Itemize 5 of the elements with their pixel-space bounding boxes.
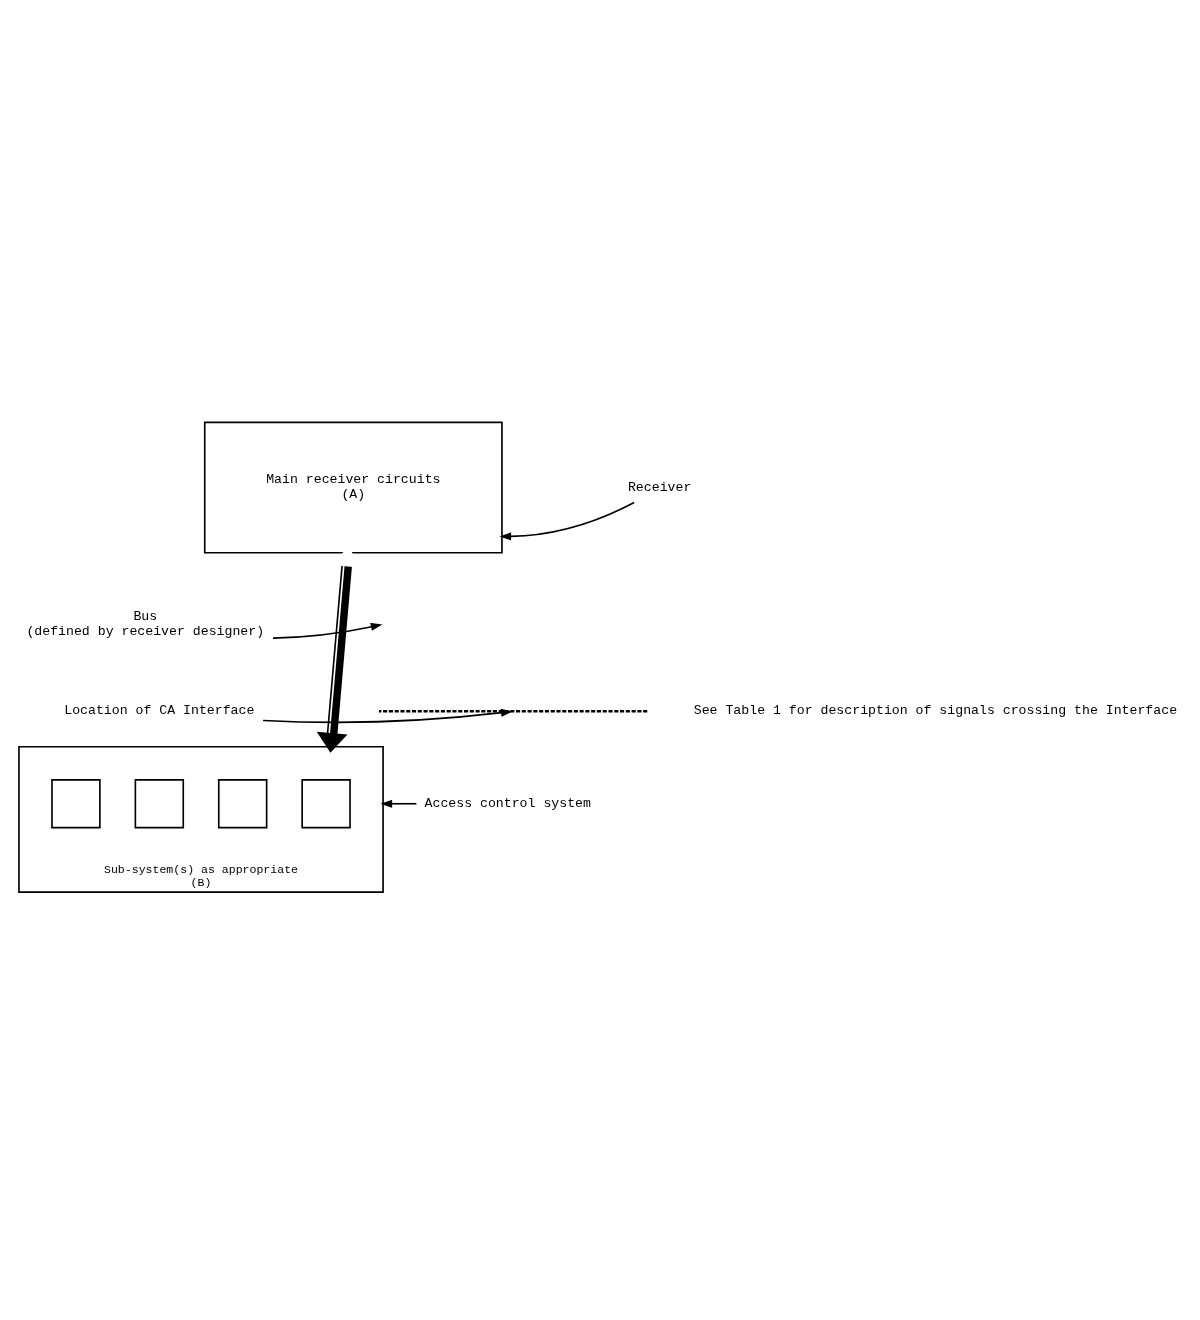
node-text: Location of CA Interface	[64, 702, 255, 718]
node-text: Receiver	[627, 479, 692, 495]
node-text: Bus (defined by receiver designer)	[26, 608, 265, 639]
label: See Table 1 for description of signals crossing the Interface	[693, 702, 1178, 718]
node-text: Access control system	[424, 795, 591, 811]
